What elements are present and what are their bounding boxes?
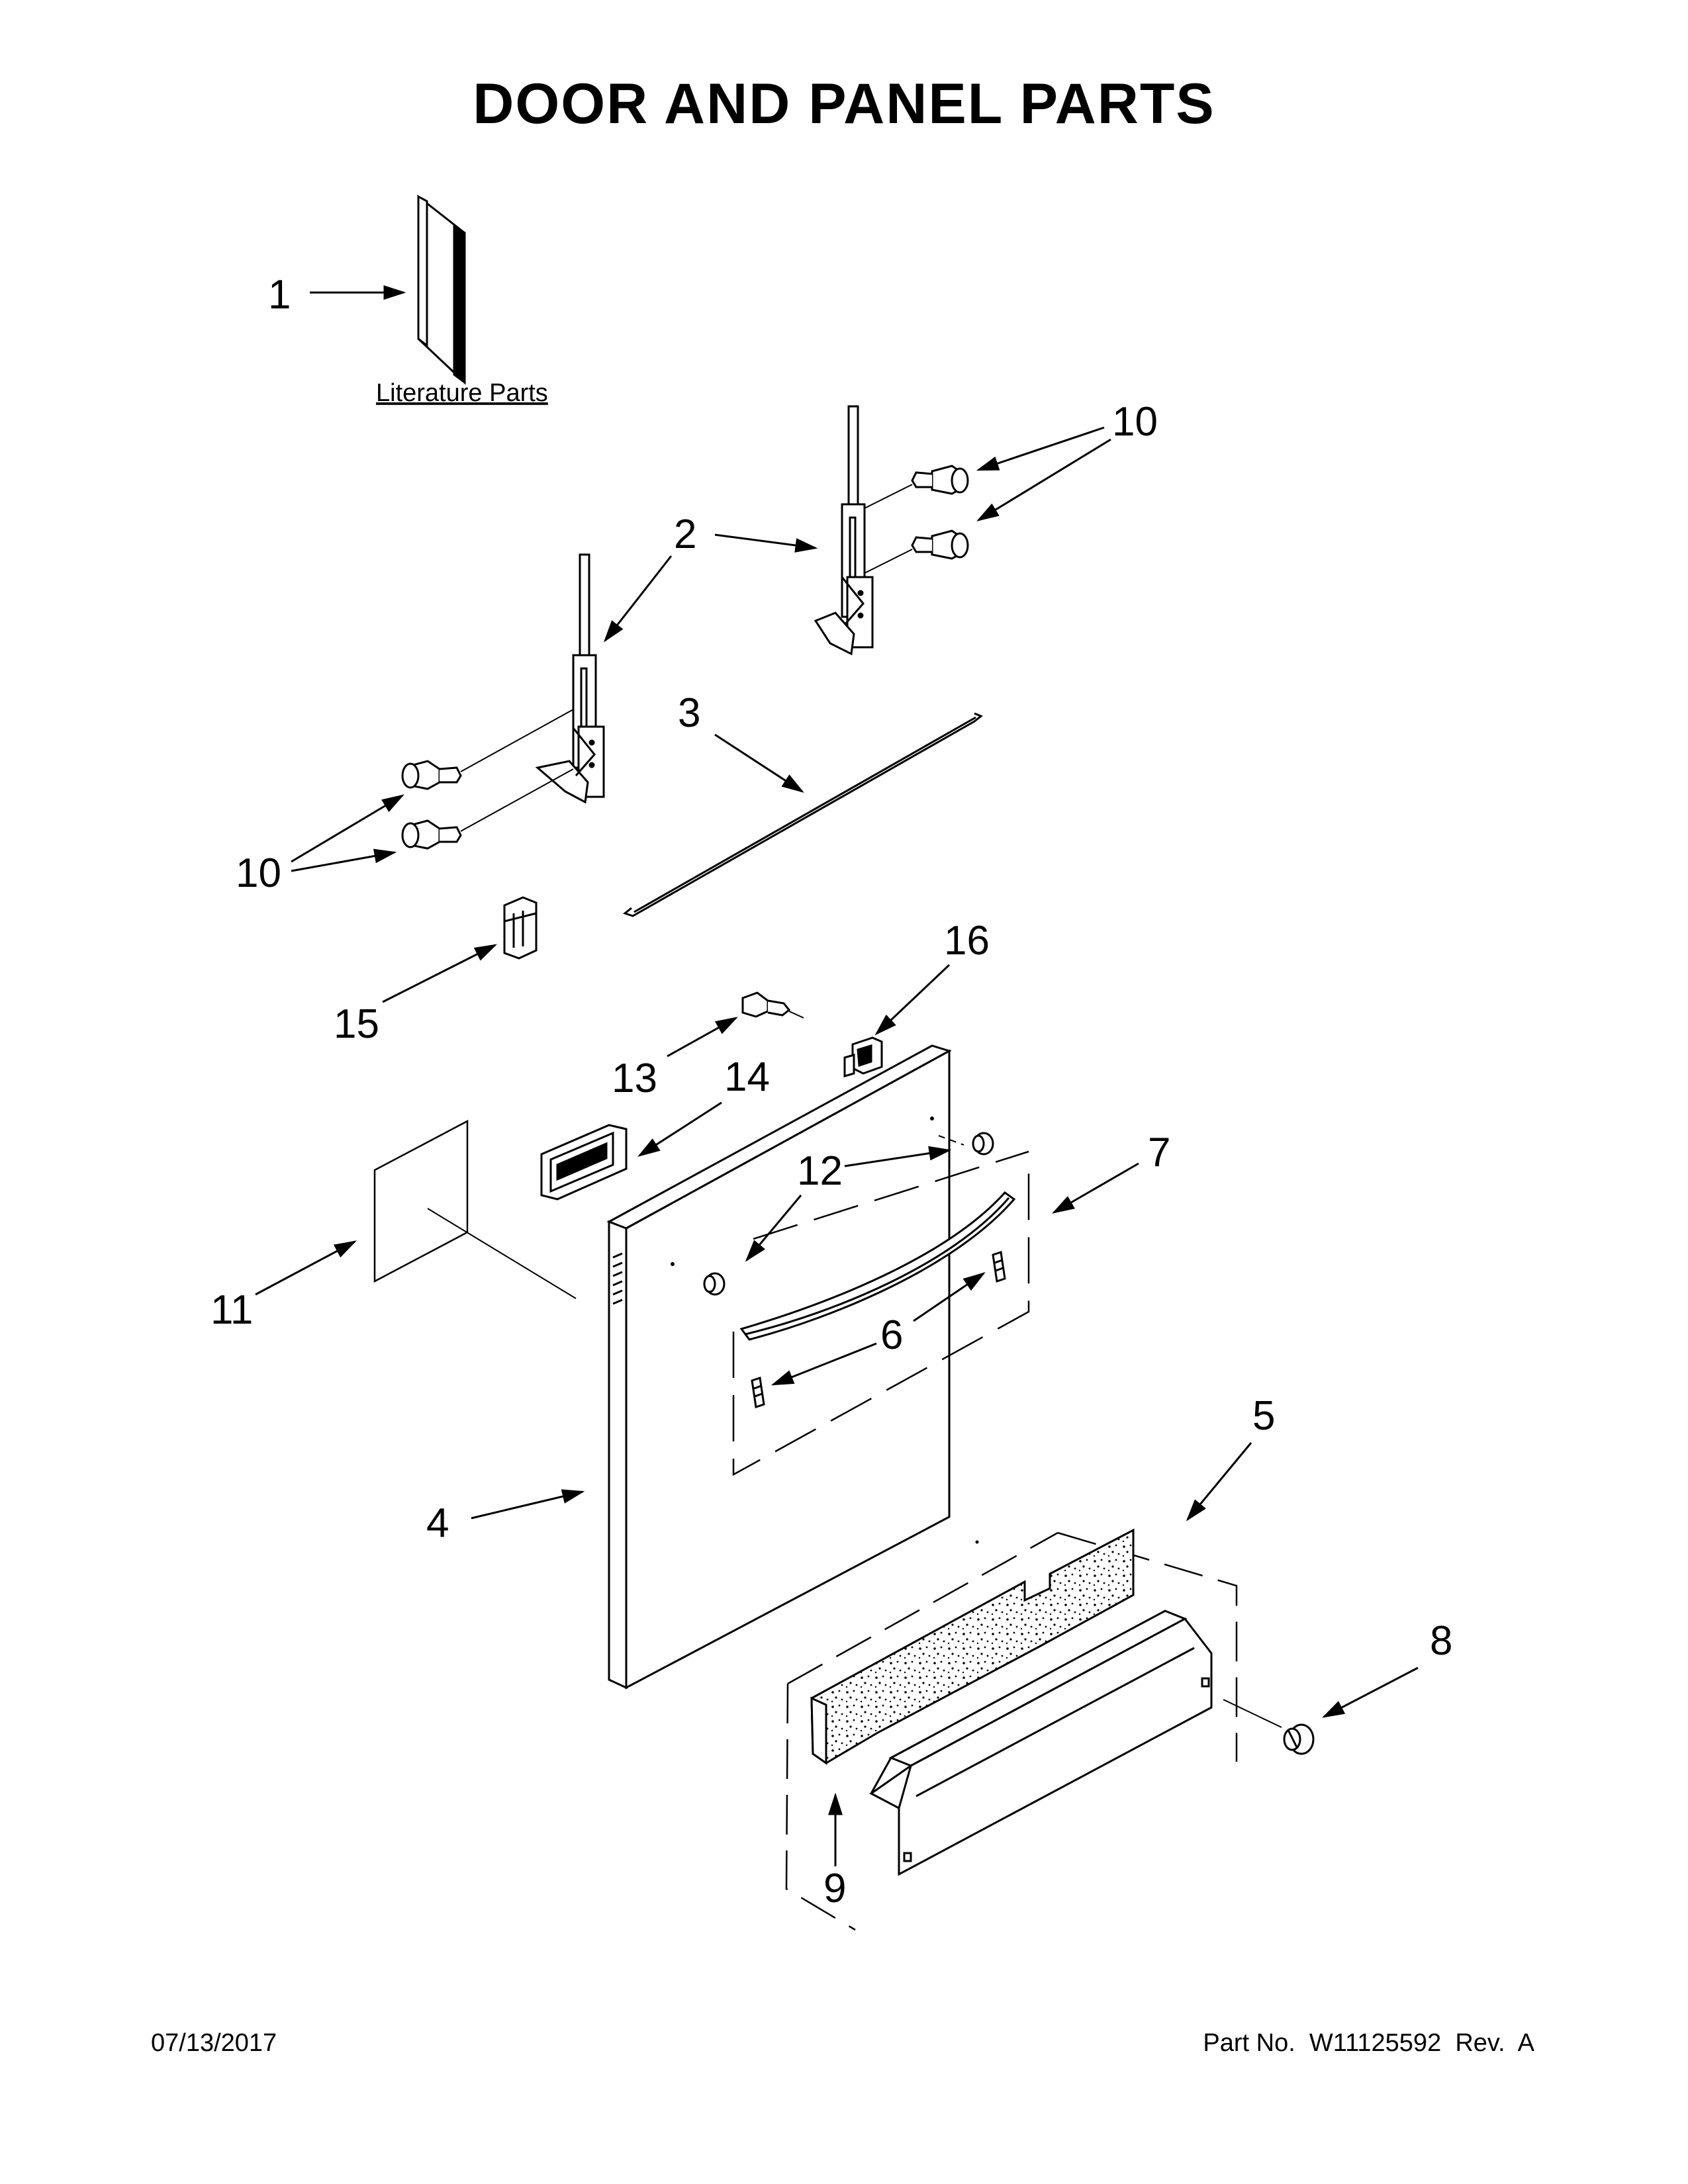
latch-bracket: [843, 1036, 883, 1077]
callout-5: 5: [1252, 1393, 1275, 1439]
callout-4: 4: [426, 1500, 449, 1546]
callout-1: 1: [268, 272, 291, 318]
hinge-screw-left-lower: [401, 819, 462, 850]
callout-16: 16: [944, 918, 990, 964]
right-door-hinge: [814, 405, 874, 656]
literature-parts-label: Literature Parts: [376, 379, 548, 407]
handle-spacer-right: [992, 1251, 1006, 1283]
callout-10-lower: 10: [236, 850, 281, 896]
footer-part-number: Part No. W11125592 Rev. A: [1203, 2029, 1534, 2057]
hinge-screw-left-upper: [401, 760, 462, 790]
outer-door-panel: [606, 1044, 952, 1690]
callout-15: 15: [334, 1001, 379, 1047]
handle-bumper-left: [703, 1272, 726, 1296]
door-screw: [741, 991, 791, 1018]
door-clip: [503, 896, 538, 960]
door-handle-frame: [732, 1150, 1030, 1477]
left-door-hinge: [535, 553, 605, 804]
callout-3: 3: [678, 690, 700, 736]
door-handle: [739, 1191, 1016, 1341]
hinge-screw-right-lower: [911, 529, 969, 560]
page-title: DOOR AND PANEL PARTS: [473, 72, 1215, 136]
callout-12: 12: [797, 1148, 843, 1194]
callout-10-upper: 10: [1112, 399, 1158, 445]
callout-11: 11: [211, 1287, 253, 1333]
callout-14: 14: [724, 1054, 770, 1100]
door-label-sheet: [373, 1119, 469, 1283]
door-vent: [540, 1124, 628, 1201]
handle-bumper-right: [972, 1132, 994, 1156]
toe-panel-insulation: [810, 1528, 1135, 1765]
callout-7: 7: [1148, 1130, 1170, 1175]
callout-6: 6: [880, 1312, 903, 1358]
literature-booklet: [417, 194, 466, 385]
callout-2: 2: [674, 512, 696, 557]
callout-8: 8: [1430, 1618, 1452, 1664]
hinge-screw-right-upper: [911, 465, 969, 495]
callout-13: 13: [612, 1056, 657, 1101]
toe-panel-screw: [1283, 1723, 1315, 1755]
footer-date: 07/13/2017: [151, 2029, 277, 2057]
toe-kick-bracket: [869, 1610, 1213, 1876]
handle-spacer-left: [751, 1377, 765, 1408]
callout-9: 9: [823, 1866, 846, 1911]
door-rod: [622, 712, 983, 917]
